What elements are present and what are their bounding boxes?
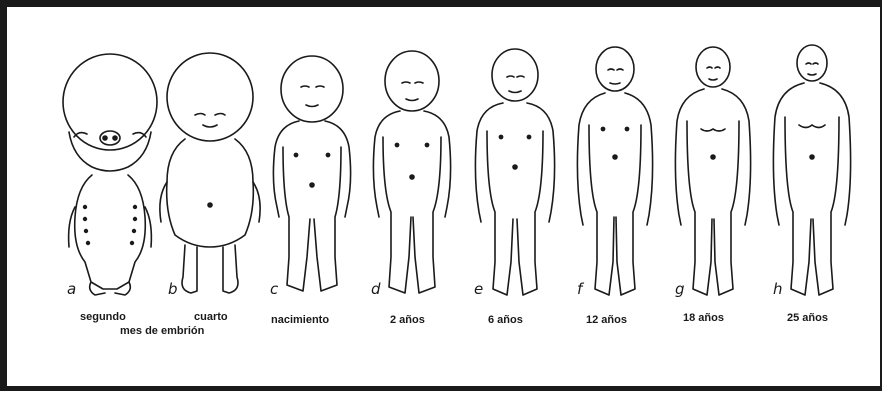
figure-d-2-years	[373, 51, 450, 293]
stage-letter-e: e	[474, 280, 483, 298]
stage-label-e: 6 años	[488, 314, 523, 326]
figure-b-embryo-fourth-month	[160, 53, 260, 293]
stage-letter-f: f	[577, 280, 582, 298]
figure-g-18-years	[675, 47, 750, 295]
stage-letter-d: d	[371, 280, 381, 298]
stage-label-h: 25 años	[787, 312, 828, 324]
figure-c-newborn	[273, 56, 350, 291]
stage-letter-a: a	[67, 280, 76, 298]
figure-f-12-years	[577, 47, 652, 295]
figure-a-embryo-second-month	[63, 54, 157, 295]
body-proportion-figures	[7, 7, 882, 398]
stage-letter-g: g	[675, 280, 685, 298]
stage-letter-b: b	[168, 280, 178, 298]
stage-letter-c: c	[270, 280, 278, 298]
stage-label-a: segundo	[80, 311, 126, 323]
figure-h-25-years	[773, 45, 850, 295]
stage-label-d: 2 años	[390, 314, 425, 326]
stage-letter-h: h	[773, 280, 783, 298]
stage-caption-embryo: mes de embrión	[120, 325, 204, 337]
figure-e-6-years	[475, 49, 554, 295]
stage-label-c: nacimiento	[271, 314, 329, 326]
stage-label-b: cuarto	[194, 311, 228, 323]
stage-label-f: 12 años	[586, 314, 627, 326]
stage-label-g: 18 años	[683, 312, 724, 324]
